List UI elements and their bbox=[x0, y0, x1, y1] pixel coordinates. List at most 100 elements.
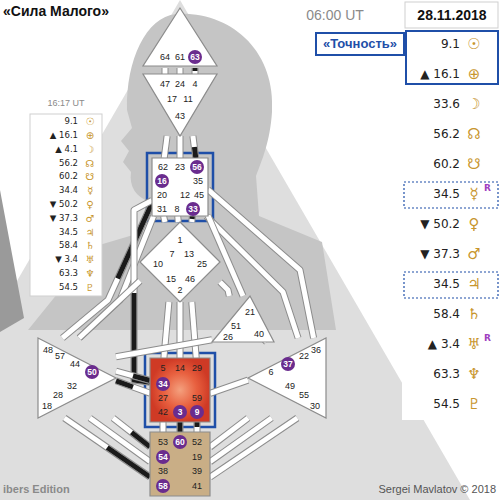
planet-position: 33.6 bbox=[433, 98, 460, 112]
gate-number: 59 bbox=[192, 393, 202, 403]
planet-symbol: ☽ bbox=[86, 144, 95, 156]
channel-line bbox=[193, 136, 196, 158]
planet-position: 60.2 bbox=[433, 158, 460, 172]
gate-number: 49 bbox=[285, 381, 295, 391]
channel-stroke bbox=[210, 418, 297, 477]
gate-number: 44 bbox=[70, 359, 80, 369]
gate-number: 50 bbox=[85, 365, 99, 379]
planet-position: 63.3 bbox=[433, 368, 460, 382]
gate-number: 28 bbox=[53, 390, 63, 400]
planet-symbol: ♄ bbox=[86, 240, 95, 252]
channel-stroke bbox=[116, 340, 212, 357]
planet-symbol: ♀ bbox=[469, 216, 480, 233]
gate-number: 20 bbox=[157, 190, 167, 200]
gate-number: 21 bbox=[245, 307, 255, 317]
center-shape: 21512640 bbox=[212, 296, 274, 342]
gate-number: 13 bbox=[184, 249, 194, 259]
neighbour-chart bbox=[0, 190, 24, 332]
channel-line bbox=[180, 68, 181, 74]
gate-number: 27 bbox=[158, 393, 168, 403]
channel-stroke bbox=[220, 282, 229, 296]
planet-position: 60.2 bbox=[59, 172, 78, 182]
channel-line bbox=[164, 136, 167, 158]
gate-number: 37 bbox=[281, 357, 295, 371]
gate-number: 47 bbox=[160, 79, 170, 89]
gate-number: 1 bbox=[177, 235, 182, 245]
retrograde-mark: R bbox=[484, 333, 491, 343]
gate-number: 35 bbox=[193, 176, 203, 186]
channel-stroke bbox=[178, 427, 183, 432]
gate-number: 51 bbox=[231, 321, 241, 331]
center-outline bbox=[152, 158, 208, 216]
planet-symbol: ♄ bbox=[467, 306, 480, 323]
center-outline bbox=[38, 338, 116, 418]
channel-stroke bbox=[210, 380, 248, 393]
planet-symbol: ☿ bbox=[87, 185, 93, 197]
gate-number: 4 bbox=[192, 79, 197, 89]
planet-position: ▼ 37.3 bbox=[50, 214, 78, 224]
edition-note: ibers Edition bbox=[3, 483, 70, 496]
dotted-box bbox=[404, 272, 498, 298]
gate-number: 58 bbox=[156, 479, 170, 493]
gate-number: 53 bbox=[158, 437, 168, 447]
gate-number: 41 bbox=[192, 481, 202, 491]
planet-symbol: ☋ bbox=[86, 171, 95, 183]
center-shape: 3622376495530 bbox=[248, 338, 326, 418]
channel-stroke bbox=[192, 68, 199, 74]
planet-symbol: ☿ bbox=[469, 186, 478, 203]
channel-line bbox=[116, 340, 212, 357]
center-outline bbox=[150, 358, 210, 422]
gate-number: 29 bbox=[192, 363, 202, 373]
channel-stroke bbox=[134, 293, 150, 382]
planet-position: 34.4 bbox=[59, 186, 78, 196]
planet-symbol: ♅ bbox=[86, 254, 95, 266]
planet-position: ▼ 3.4 bbox=[55, 255, 78, 265]
planet-position: ▼ 50.2 bbox=[420, 218, 460, 232]
gate-number: 26 bbox=[223, 332, 233, 342]
planet-position: 54.5 bbox=[433, 398, 460, 412]
channel-stroke bbox=[177, 136, 184, 158]
copyright-note: Sergei Mavlatov © 2018 bbox=[378, 483, 496, 496]
gate-number: 3 bbox=[173, 405, 187, 419]
planet-symbol: ☊ bbox=[86, 158, 95, 170]
channel-stroke bbox=[132, 432, 151, 447]
planet-symbol: ♀ bbox=[86, 199, 93, 211]
channel-stroke bbox=[178, 422, 183, 427]
channel-line bbox=[191, 216, 193, 222]
channel-stroke bbox=[177, 68, 184, 74]
planet-position: ▲ 3.4 bbox=[428, 338, 460, 352]
planet-symbol: ♃ bbox=[467, 276, 480, 293]
gate-number: 9 bbox=[190, 405, 204, 419]
gate-number: 10 bbox=[153, 259, 163, 269]
channel-line bbox=[164, 216, 165, 222]
planet-position: 9.1 bbox=[441, 38, 460, 52]
planet-position: ▼ 50.2 bbox=[50, 200, 78, 210]
gate-number: 55 bbox=[299, 390, 309, 400]
center-shape: 47244171143 bbox=[143, 74, 217, 136]
channel-stroke bbox=[193, 68, 198, 71]
channel-stroke bbox=[163, 68, 168, 74]
channel-line bbox=[64, 418, 150, 477]
gate-number: 39 bbox=[192, 466, 202, 476]
channel-stroke bbox=[116, 371, 150, 380]
channel-line bbox=[197, 422, 198, 432]
planet-position: ▲ 16.1 bbox=[50, 131, 78, 141]
gate-number: 8 bbox=[174, 204, 179, 214]
channel-line bbox=[79, 281, 140, 338]
channel-stroke bbox=[178, 422, 183, 432]
planet-symbol: ☽ bbox=[467, 96, 480, 113]
highlight-box bbox=[145, 353, 215, 427]
channel-stroke bbox=[177, 422, 184, 432]
channel-stroke bbox=[220, 282, 229, 296]
time-label: 06:00 UT bbox=[306, 7, 364, 23]
channel-stroke bbox=[160, 422, 167, 432]
planet-symbol: ♅ bbox=[467, 336, 480, 353]
center-shape: 536052541938395841 bbox=[150, 432, 210, 496]
planet-symbol: ☉ bbox=[86, 116, 95, 128]
date-box bbox=[405, 2, 498, 28]
highlight-box bbox=[406, 31, 498, 84]
channel-line bbox=[210, 418, 297, 477]
channel-stroke bbox=[164, 136, 167, 158]
head-silhouette bbox=[28, 14, 336, 330]
